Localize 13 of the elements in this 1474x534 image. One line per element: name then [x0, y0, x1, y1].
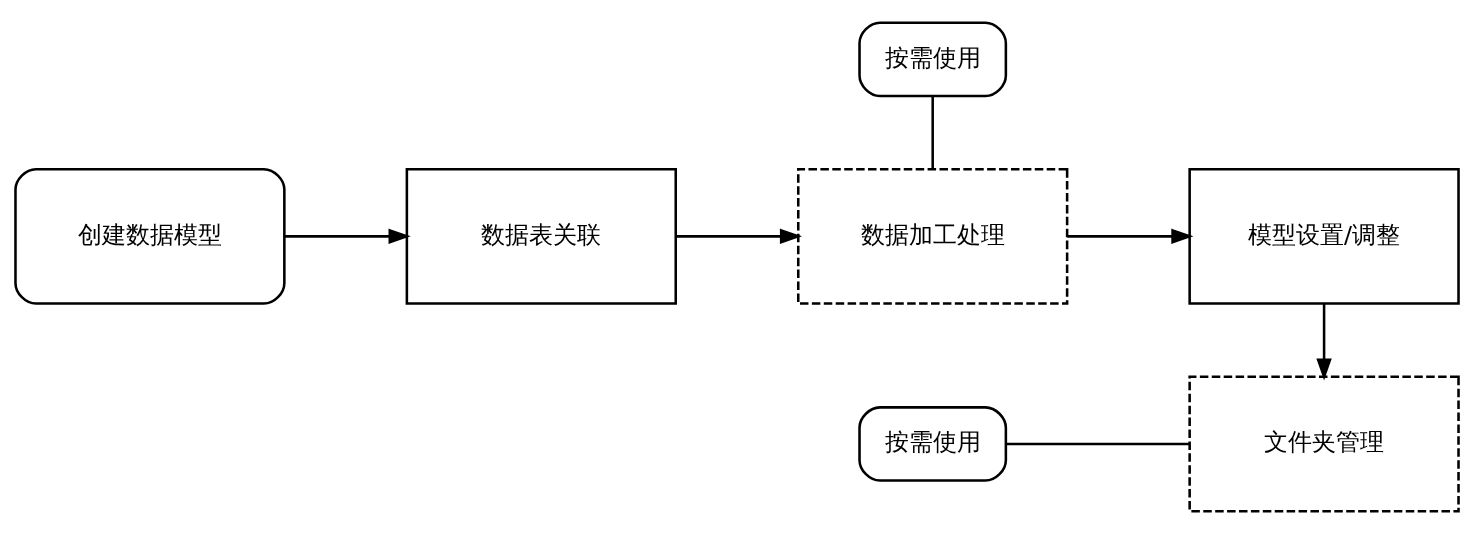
node-box: 创建数据模型 [14, 167, 286, 305]
connector [1006, 442, 1190, 446]
node-box: 数据表关联 [405, 167, 677, 305]
node-box: 文件夹管理 [1188, 375, 1460, 513]
arrow [676, 228, 803, 245]
node-box: 模型设置/调整 [1188, 167, 1460, 305]
arrow [1067, 228, 1194, 245]
connector [931, 96, 934, 169]
arrow [1316, 303, 1332, 381]
arrow [284, 228, 411, 245]
node-box: 数据加工处理 [797, 167, 1069, 305]
node-box: 按需使用 [858, 21, 1008, 98]
node-box: 按需使用 [858, 406, 1008, 482]
